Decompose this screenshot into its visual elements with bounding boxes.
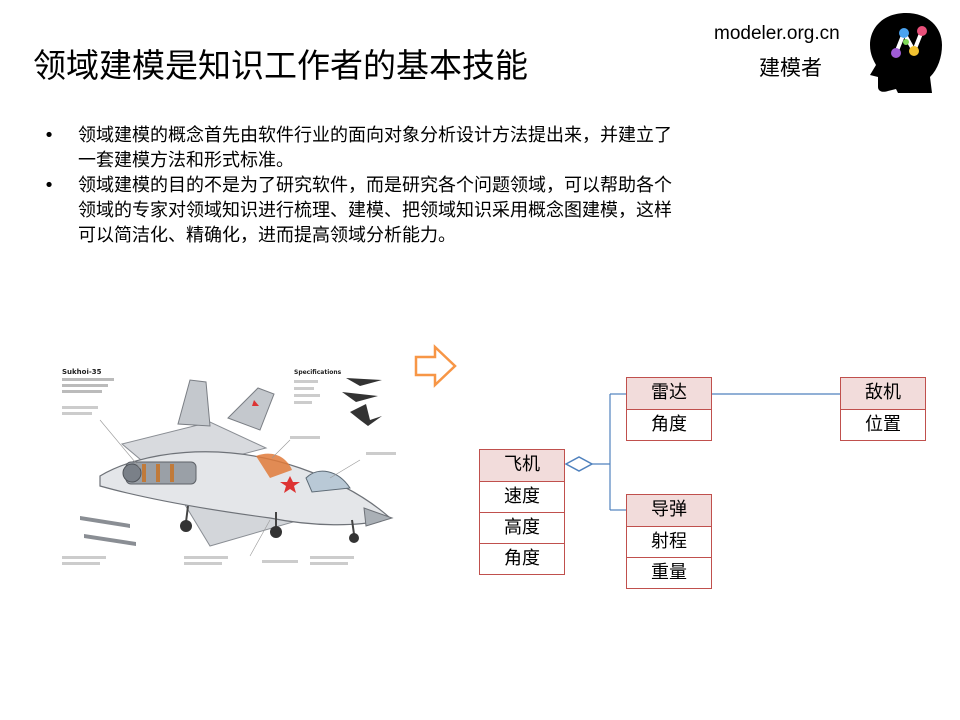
aggregation-diamond-icon: [564, 456, 594, 472]
bullet-line: 领域的专家对领域知识进行梳理、建模、把领域知识采用概念图建模，这样: [78, 200, 672, 221]
bullet-item: • 领域建模的概念首先由软件行业的面向对象分析设计方法提出来，并建立了 一套建模…: [42, 123, 802, 173]
bullet-item: • 领域建模的目的不是为了研究软件，而是研究各个问题领域，可以帮助各个 领域的专…: [42, 173, 802, 248]
class-attribute: 位置: [841, 409, 925, 440]
bullet-line: 领域建模的概念首先由软件行业的面向对象分析设计方法提出来，并建立了: [78, 125, 672, 146]
class-enemy[interactable]: 敌机 位置: [840, 377, 926, 441]
class-attribute: 角度: [480, 543, 564, 574]
bullet-list: • 领域建模的概念首先由软件行业的面向对象分析设计方法提出来，并建立了 一套建模…: [42, 123, 802, 248]
class-attribute: 射程: [627, 526, 711, 557]
jet-heading: Sukhoi-35: [62, 368, 102, 376]
site-url[interactable]: modeler.org.cn: [714, 23, 840, 44]
fighter-jet-illustration: Sukhoi-35 Specifications: [62, 368, 396, 565]
class-attribute: 重量: [627, 557, 711, 588]
bullet-symbol: •: [43, 125, 55, 146]
class-name: 雷达: [627, 378, 711, 409]
class-attribute: 速度: [480, 481, 564, 512]
class-aircraft[interactable]: 飞机 速度 高度 角度: [479, 449, 565, 575]
jet-specs-heading: Specifications: [294, 369, 342, 376]
class-missile[interactable]: 导弹 射程 重量: [626, 494, 712, 589]
head-logo-icon: [870, 13, 942, 93]
class-name: 导弹: [627, 495, 711, 526]
bullet-line: 一套建模方法和形式标准。: [78, 150, 294, 171]
class-name: 敌机: [841, 378, 925, 409]
class-attribute: 角度: [627, 409, 711, 440]
right-arrow-icon: [414, 344, 457, 388]
class-attribute: 高度: [480, 512, 564, 543]
bullet-symbol: •: [43, 175, 55, 196]
slide-title: 领域建模是知识工作者的基本技能: [33, 46, 528, 85]
site-name: 建模者: [759, 56, 822, 80]
bullet-line: 可以简洁化、精确化，进而提高领域分析能力。: [78, 225, 456, 246]
class-radar[interactable]: 雷达 角度: [626, 377, 712, 441]
bullet-line: 领域建模的目的不是为了研究软件，而是研究各个问题领域，可以帮助各个: [78, 175, 672, 196]
class-name: 飞机: [480, 450, 564, 481]
